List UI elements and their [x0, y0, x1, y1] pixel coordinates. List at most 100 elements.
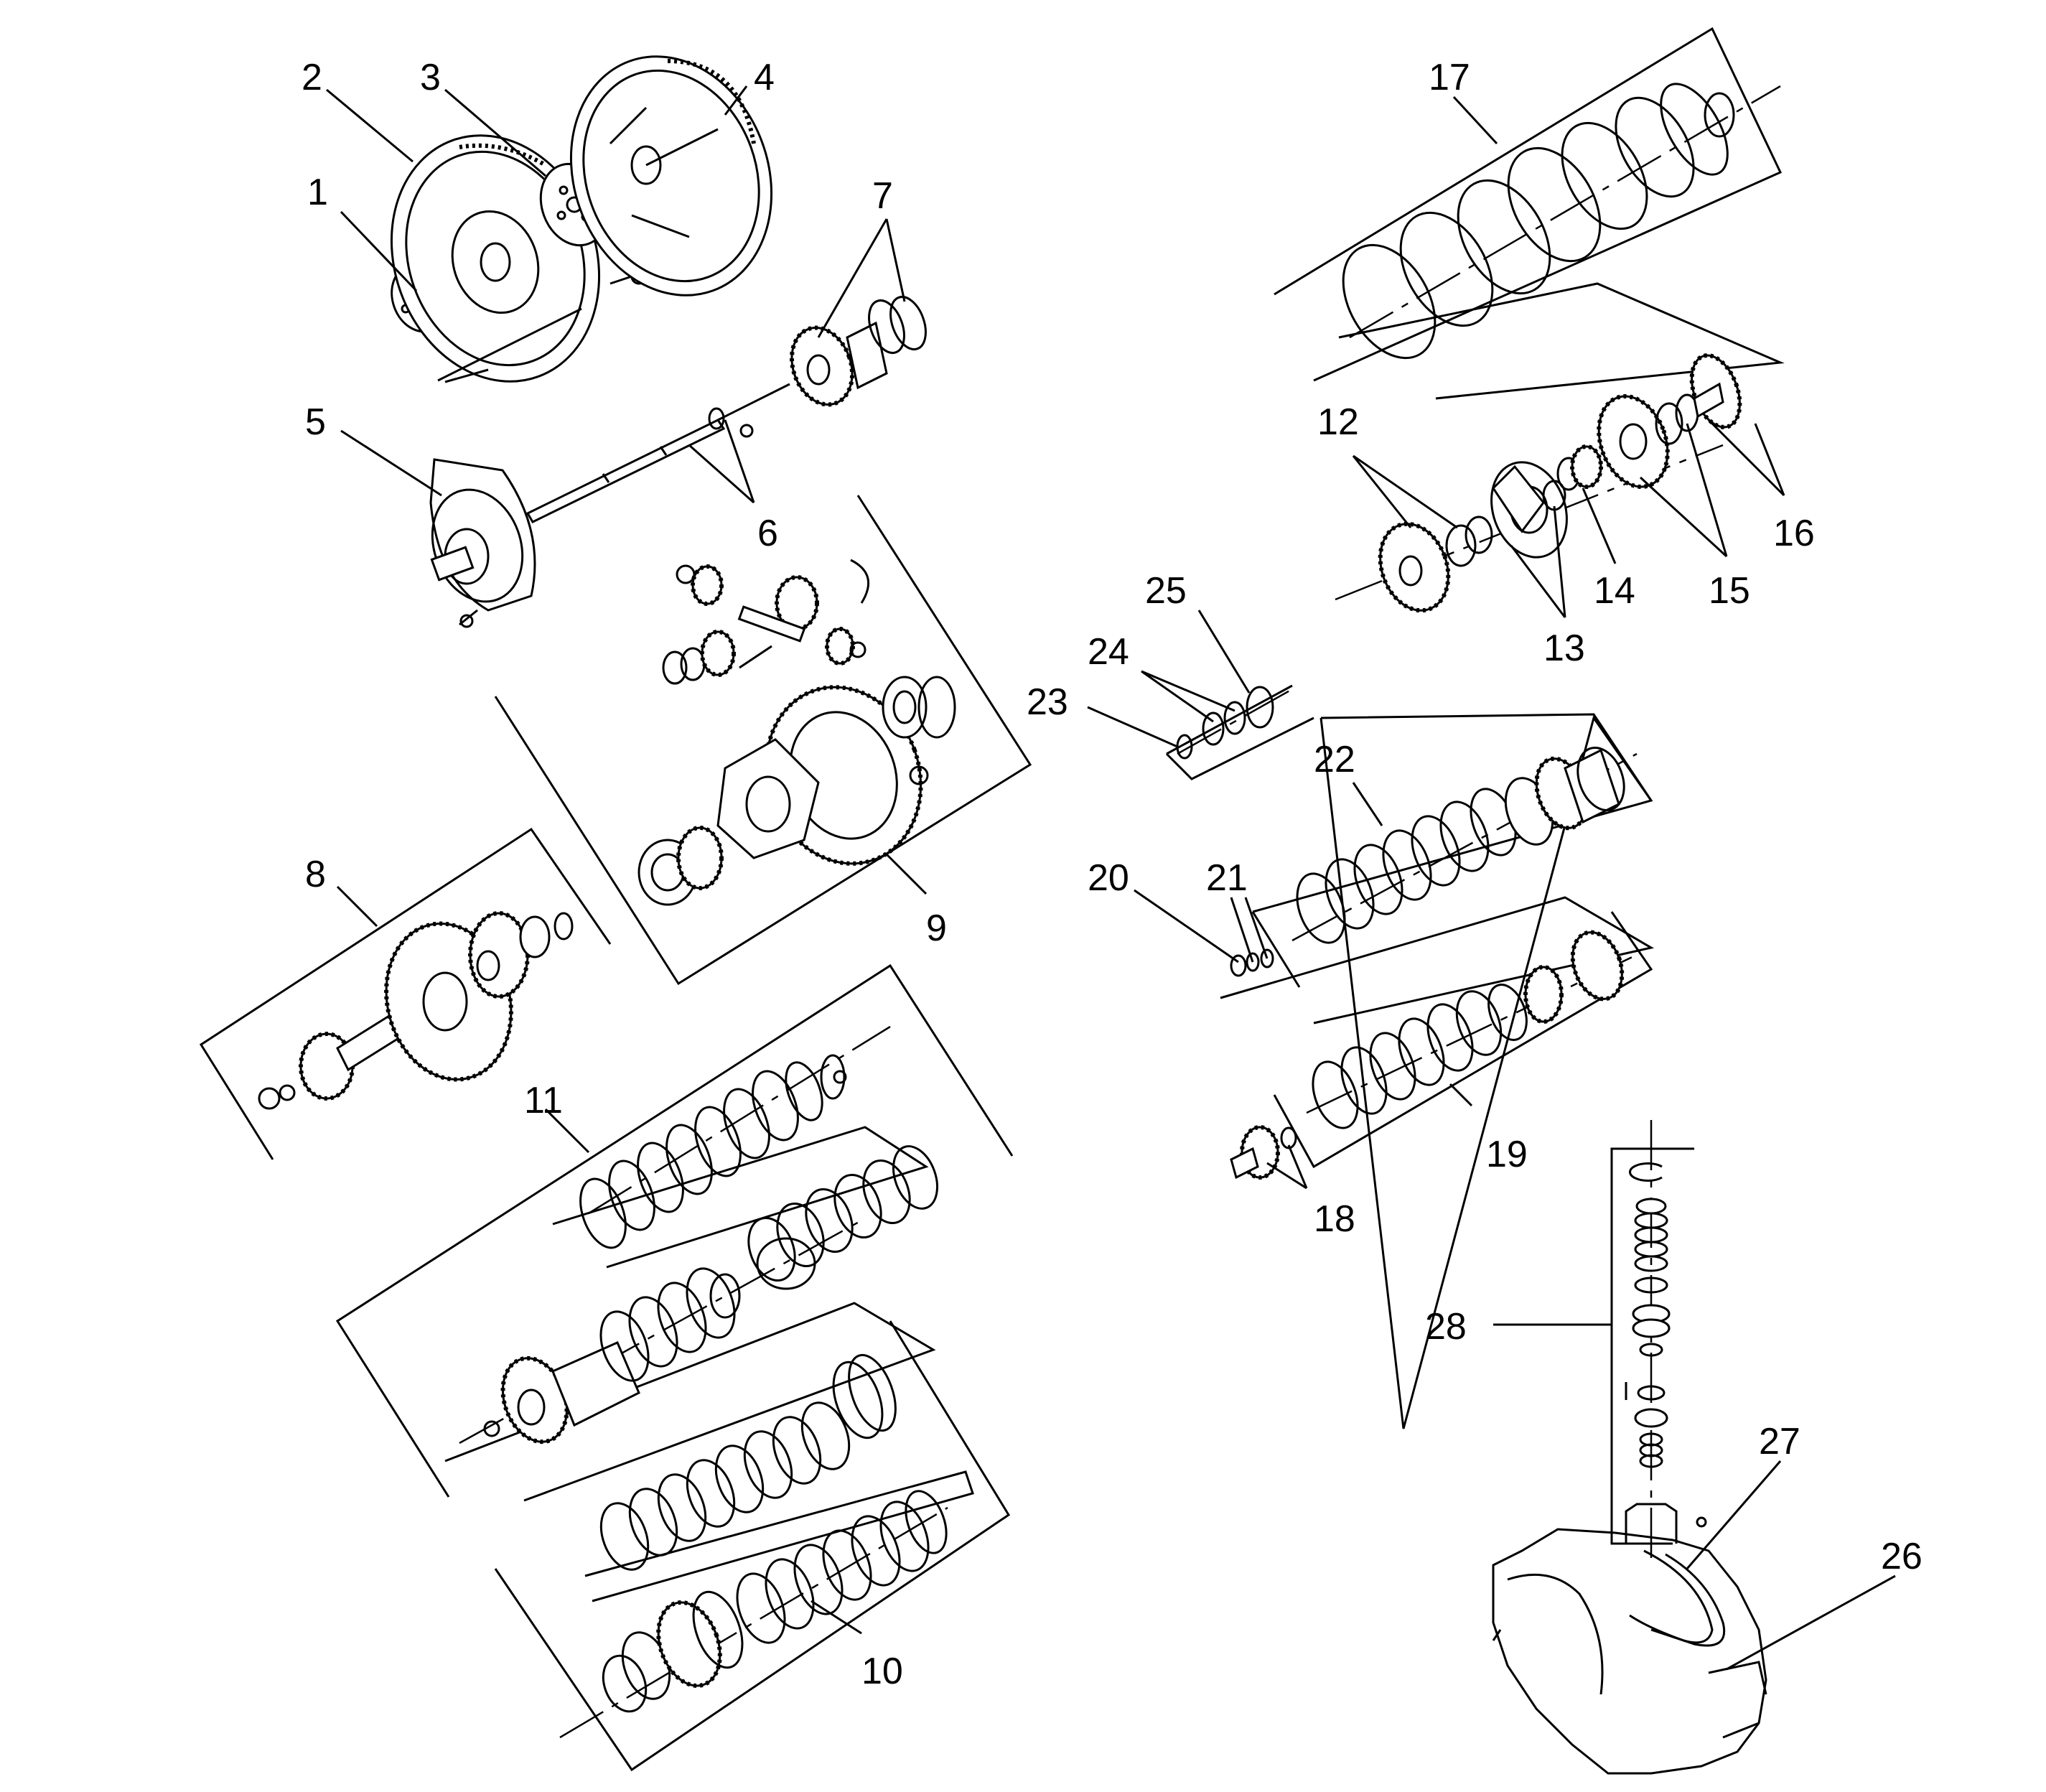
part-17-clutch-plates: [1342, 83, 1735, 360]
parts-artwork: [258, 55, 1767, 1775]
leader-8: [336, 885, 378, 928]
callout-2: 2: [302, 57, 322, 98]
part-6-input-shaft: [525, 383, 790, 523]
callout-25: 25: [1145, 570, 1187, 612]
leader-7a: [817, 218, 888, 338]
callout-19: 19: [1486, 1134, 1528, 1175]
leader-21b: [1244, 897, 1269, 959]
leader-1: [340, 210, 418, 292]
axis-19: [1306, 953, 1638, 1114]
part-16-sprocket: [1689, 353, 1742, 429]
part-14-gear: [1556, 444, 1603, 491]
callout-17: 17: [1429, 57, 1470, 98]
frame-group-10-mid: [584, 1470, 974, 1602]
leader-3: [444, 88, 546, 177]
frame-group-22-left: [1251, 911, 1301, 988]
frame-group-19: [1220, 896, 1655, 1025]
callout-1: 1: [307, 172, 328, 213]
part-11-clutch-pack: [579, 1054, 847, 1249]
part-26-transmission-case: [1492, 1528, 1767, 1775]
leader-25: [1197, 610, 1251, 694]
leader-lines: [326, 85, 1896, 1671]
callout-8: 8: [305, 854, 326, 895]
leader-13a: [1510, 545, 1566, 618]
part-18-gear: [1230, 1125, 1297, 1180]
frame-group-17: [1274, 27, 1783, 382]
axis-lines: [459, 85, 1781, 1739]
part-10-clutch-drum: [483, 1145, 948, 1713]
axis-23: [1177, 688, 1293, 755]
part-7-gear-rings: [789, 296, 927, 407]
callout-10: 10: [861, 1651, 903, 1692]
leader-21a: [1230, 897, 1254, 963]
frame-group-8: [199, 827, 612, 1160]
callout-21: 21: [1206, 857, 1248, 899]
axis-10: [559, 1506, 948, 1739]
leader-9: [885, 853, 928, 895]
part-8-transfer-gear: [258, 911, 574, 1110]
callout-24: 24: [1088, 631, 1129, 673]
callout-4: 4: [754, 57, 775, 98]
leader-5: [340, 429, 442, 497]
leader-16b: [1754, 423, 1785, 496]
leader-7b: [885, 218, 906, 302]
axis-17: [1349, 85, 1781, 339]
leader-16a: [1707, 419, 1785, 497]
callout-28: 28: [1425, 1306, 1467, 1348]
leader-10: [811, 1600, 862, 1635]
callout-14: 14: [1594, 570, 1635, 612]
leader-12a: [1352, 455, 1412, 528]
callout-15: 15: [1709, 570, 1750, 612]
frame-group-11: [335, 963, 1014, 1498]
leader-26: [1726, 1574, 1896, 1671]
callout-labels: 1 2 3 4 5 6 7 8 9 10 11 12 13 14 15 16 1…: [302, 57, 1923, 1692]
frame-group-9: [494, 495, 1032, 986]
leader-19: [1449, 1083, 1473, 1107]
leader-15b: [1686, 423, 1728, 557]
part-23-25-rings: [1176, 686, 1274, 760]
frame-group-17-inner: [1338, 282, 1785, 400]
callout-16: 16: [1773, 513, 1815, 554]
leader-23: [1087, 706, 1178, 748]
leader-12b: [1353, 454, 1458, 529]
leader-27: [1686, 1460, 1782, 1569]
part-20-21-snap-rings: [1230, 948, 1274, 977]
frame-group-22-box: [1252, 713, 1653, 913]
leader-6a: [688, 444, 755, 504]
callout-18: 18: [1314, 1198, 1355, 1240]
frame-group-23: [1166, 684, 1293, 755]
callout-20: 20: [1088, 857, 1129, 899]
part-22-clutch-pack: [1296, 746, 1625, 944]
callout-7: 7: [872, 175, 893, 217]
callout-5: 5: [305, 401, 326, 443]
part-4-torque-converter: [569, 55, 773, 297]
part-27-seal: [1643, 1549, 1714, 1644]
part-13-carrier: [1490, 461, 1568, 559]
callout-11: 11: [524, 1080, 563, 1121]
frame-group-23-low: [1165, 717, 1314, 780]
callout-13: 13: [1543, 627, 1585, 669]
leader-6b: [724, 419, 755, 503]
part-12-gear: [1378, 515, 1493, 613]
frame-group-10: [494, 1320, 1011, 1772]
leader-24a: [1141, 670, 1214, 723]
part-5-oil-pump: [429, 458, 536, 628]
frame-group-28: [1610, 1147, 1694, 1545]
callout-27: 27: [1759, 1421, 1800, 1462]
leader-20: [1134, 889, 1239, 963]
part-28-valve-stack: [1625, 1162, 1707, 1544]
leader-18b: [1287, 1144, 1308, 1189]
leader-11: [544, 1108, 590, 1154]
leader-13b: [1553, 505, 1566, 618]
leader-17: [1452, 95, 1498, 145]
axis-11: [588, 1025, 891, 1215]
callout-26: 26: [1881, 1536, 1923, 1577]
part-9-differential: [637, 559, 956, 906]
callout-22: 22: [1314, 739, 1355, 780]
part-19-clutch-pack: [1312, 930, 1625, 1129]
callout-6: 6: [757, 513, 778, 554]
leader-15a: [1639, 476, 1728, 558]
callout-23: 23: [1027, 681, 1068, 723]
